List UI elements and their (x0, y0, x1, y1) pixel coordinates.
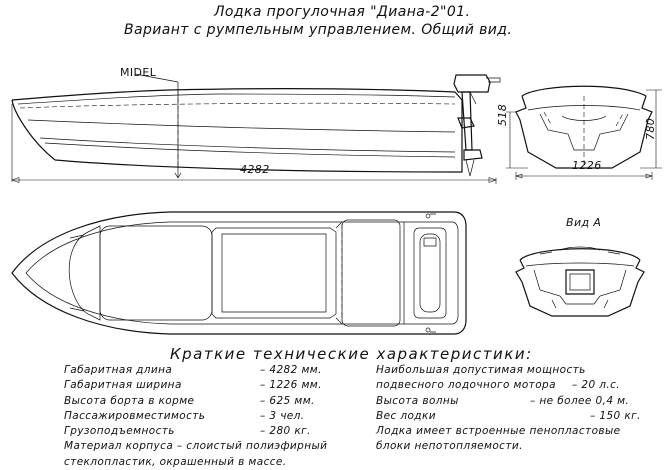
spec-name: Пассажировместимость (64, 409, 206, 422)
width-dimension-1226 (515, 172, 653, 180)
spec-row-motor-power: подвесного лодочного мотора – 20 л.с. (376, 378, 641, 393)
spec-row-weight: Вес лодки – 150 кг. (376, 409, 641, 424)
spec-value: – 1226 мм. (260, 379, 322, 392)
spec-name: Высота волны (376, 394, 459, 407)
spec-value: – 4282 мм. (260, 364, 322, 376)
spec-row-stern-height: Высота борта в корме – 625 мм. (64, 394, 327, 409)
spec-name: Вес лодки (376, 409, 436, 422)
spec-material-line-2: стеклопластик, окрашенный в массе. (64, 455, 287, 468)
outboard-motor-side (453, 74, 501, 177)
specs-heading: Краткие технические характеристики: (170, 345, 533, 363)
view-a-label: Вид А (566, 216, 602, 229)
view-a-hull (515, 246, 645, 317)
spec-material-line-1: Материал корпуса – слоистый полиэфирный (64, 440, 328, 453)
spec-foam-line-1: Лодка имеет встроенные пенопластовые (376, 425, 621, 438)
drawing-canvas (11, 73, 662, 335)
side-view-hull (11, 88, 463, 173)
top-view-hull (11, 211, 467, 335)
technical-drawing-sheet: Лодка прогулочная "Диана-2"01. Вариант с… (11, 4, 662, 468)
spec-name: Габаритная ширина (64, 379, 182, 392)
height-780-label: 780 (644, 117, 657, 140)
height-dimension-780 (640, 89, 662, 169)
spec-value: – не более 0,4 м. (530, 394, 630, 407)
spec-row-width: Габаритная ширина – 1226 мм. (64, 378, 327, 393)
spec-value: – 280 кг. (260, 425, 311, 438)
spec-motor-power-line-1: Наибольшая допустимая мощность (376, 364, 586, 376)
spec-name: Грузоподъемность (64, 425, 175, 438)
spec-name: Габаритная длина (64, 364, 173, 376)
spec-row-payload: Грузоподъемность – 280 кг. (64, 424, 327, 439)
drawing-title: Лодка прогулочная "Диана-2"01. (214, 4, 471, 20)
midel-label: MIDEL (120, 66, 157, 79)
length-dimension-label: 4282 (240, 163, 270, 176)
spec-value: – 3 чел. (260, 409, 305, 422)
midel-marker (134, 73, 182, 179)
specs-right-column: Наибольшая допустимая мощность подвесног… (376, 363, 641, 455)
front-view-hull (515, 85, 653, 169)
spec-value: – 625 мм. (260, 394, 315, 407)
spec-row-wave-height: Высота волны – не более 0,4 м. (376, 394, 641, 409)
height-518-label: 518 (496, 103, 509, 126)
spec-value: – 150 кг. (590, 409, 641, 422)
spec-name: подвесного лодочного мотора (376, 379, 556, 392)
width-dimension-label: 1226 (572, 159, 602, 172)
specs-left-column: Габаритная длина – 4282 мм. Габаритная ш… (64, 363, 327, 470)
height-dimension-518 (506, 111, 528, 169)
spec-name: Высота борта в корме (64, 394, 195, 407)
spec-value: – 20 л.с. (572, 379, 621, 392)
spec-foam-line-2: блоки непотопляемости. (376, 440, 523, 453)
spec-row-capacity: Пассажировместимость – 3 чел. (64, 409, 327, 424)
drawing-subtitle: Вариант с румпельным управлением. Общий … (124, 22, 513, 38)
length-dimension-line (11, 104, 497, 184)
spec-row-length: Габаритная длина – 4282 мм. (64, 363, 327, 378)
